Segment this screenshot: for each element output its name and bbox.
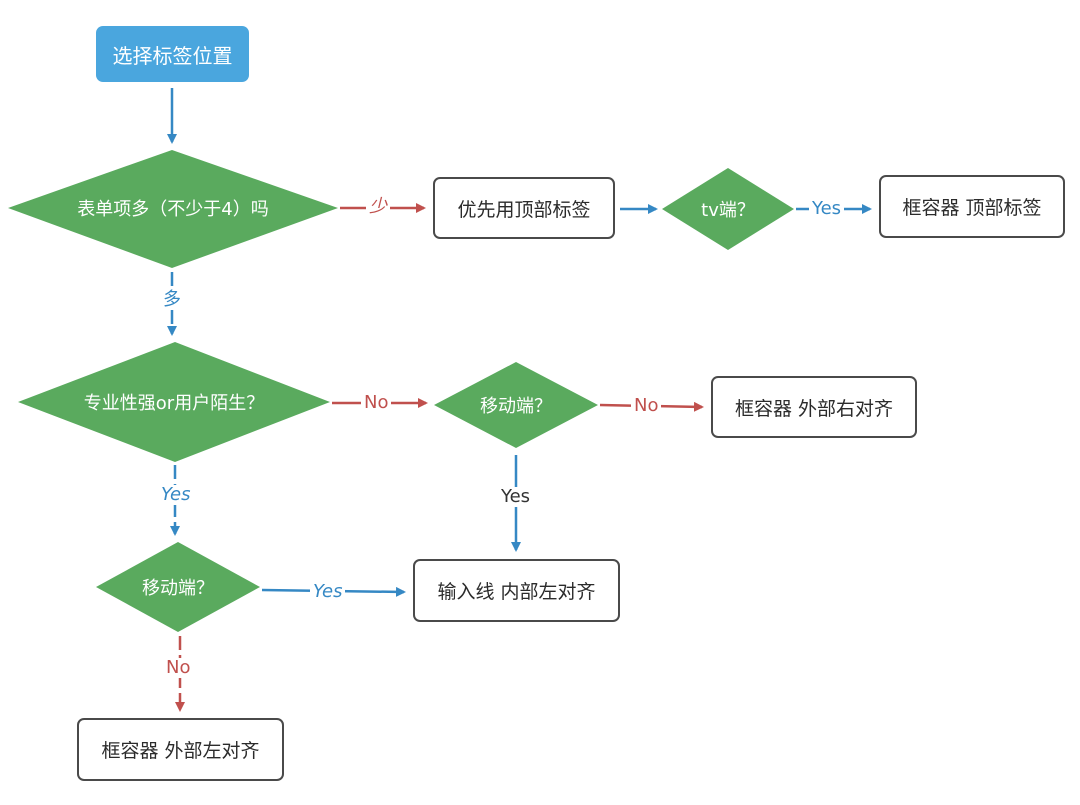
- edge-label-mobile-mid-yes: Yes: [498, 487, 534, 507]
- edge-label-mobile-left-yes: Yes: [310, 582, 346, 602]
- decision-tv: [662, 168, 794, 250]
- start-node: 选择标签位置: [96, 26, 249, 82]
- edge-label-few: 少: [366, 197, 390, 217]
- node-box-top-label: 框容器 顶部标签: [879, 175, 1065, 238]
- decision-form-items: [8, 150, 338, 268]
- edge-label-mobile-left-no: No: [163, 658, 194, 678]
- edge-label-mobile-mid-no: No: [631, 396, 662, 416]
- node-box-outer-left: 框容器 外部左对齐: [77, 718, 284, 781]
- node-input-line-inner-left-text: 输入线 内部左对齐: [437, 581, 596, 603]
- edge-label-many: 多: [160, 290, 184, 310]
- node-top-label-pref-text: 优先用顶部标签: [457, 198, 591, 221]
- edge-label-prof-no: No: [361, 393, 392, 413]
- node-box-outer-right: 框容器 外部右对齐: [711, 376, 917, 438]
- decision-mobile-left: [96, 542, 260, 632]
- node-box-top-label-text: 框容器 顶部标签: [902, 197, 1042, 219]
- edge-label-prof-yes: Yes: [158, 485, 194, 505]
- node-box-outer-right-text: 框容器 外部右对齐: [734, 397, 894, 420]
- node-top-label-pref: 优先用顶部标签: [433, 177, 615, 239]
- node-input-line-inner-left: 输入线 内部左对齐: [413, 559, 620, 622]
- decision-mobile-mid: [434, 362, 598, 448]
- edge-label-tv-yes: Yes: [809, 199, 845, 219]
- start-node-label: 选择标签位置: [112, 43, 233, 68]
- decision-professional: [18, 342, 330, 462]
- node-box-outer-left-text: 框容器 外部左对齐: [101, 740, 260, 762]
